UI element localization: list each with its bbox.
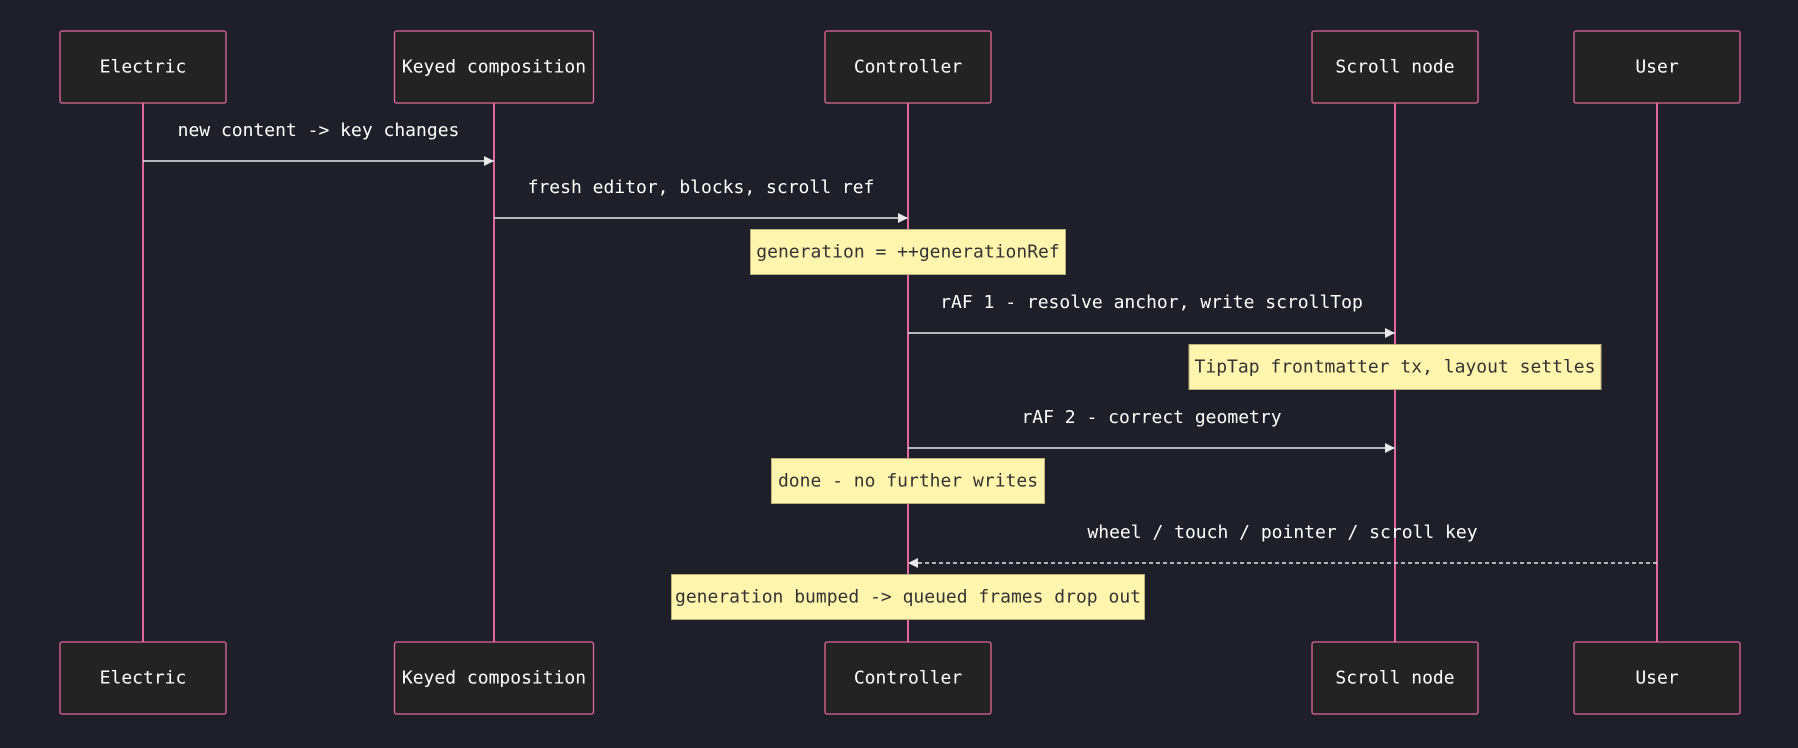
lifelines xyxy=(142,103,1658,642)
events: new content -> key changes fresh editor, … xyxy=(143,120,1657,620)
message-arrow: rAF 1 - resolve anchor, write scrollTop xyxy=(908,292,1395,338)
note-label: done - no further writes xyxy=(778,471,1038,492)
message-arrow: wheel / touch / pointer / scroll key xyxy=(908,522,1657,568)
note-box xyxy=(771,458,1045,504)
note-label: generation = ++generationRef xyxy=(756,242,1059,263)
actor-box xyxy=(1311,30,1479,104)
actor-label: Electric xyxy=(100,668,187,689)
actor-label: Controller xyxy=(854,57,963,78)
message-label: rAF 2 - correct geometry xyxy=(1021,407,1281,428)
note-label: TipTap frontmatter tx, layout settles xyxy=(1195,357,1596,378)
actor-box xyxy=(824,30,992,104)
message-label: rAF 1 - resolve anchor, write scrollTop xyxy=(940,292,1363,313)
actor-label: Electric xyxy=(100,57,187,78)
message-arrow: new content -> key changes xyxy=(143,120,494,166)
note: generation bumped -> queued frames drop … xyxy=(671,574,1145,620)
actor-controller-top: Controller xyxy=(824,30,992,104)
note-label: generation bumped -> queued frames drop … xyxy=(675,587,1141,608)
actor-user-bottom: User xyxy=(1573,641,1741,715)
note: done - no further writes xyxy=(771,458,1045,504)
actor-box xyxy=(59,641,227,715)
message-label: wheel / touch / pointer / scroll key xyxy=(1087,522,1477,543)
actor-label: Scroll node xyxy=(1335,668,1454,689)
actor-label: Scroll node xyxy=(1335,57,1454,78)
actor-box xyxy=(824,641,992,715)
actor-box xyxy=(1573,641,1741,715)
message-label: new content -> key changes xyxy=(178,120,460,141)
actor-scroll-top: Scroll node xyxy=(1311,30,1479,104)
actor-user-top: User xyxy=(1573,30,1741,104)
actor-label: Keyed composition xyxy=(402,668,586,689)
note-box xyxy=(750,229,1066,275)
actor-label: User xyxy=(1635,57,1679,78)
note-box xyxy=(671,574,1145,620)
message-arrow: rAF 2 - correct geometry xyxy=(908,407,1395,453)
actor-electric-bottom: Electric xyxy=(59,641,227,715)
actor-scroll-bottom: Scroll node xyxy=(1311,641,1479,715)
message-label: fresh editor, blocks, scroll ref xyxy=(528,177,875,198)
actor-box xyxy=(393,641,595,715)
actor-box xyxy=(1573,30,1741,104)
actor-label: Controller xyxy=(854,668,963,689)
actor-box xyxy=(1311,641,1479,715)
message-arrow: fresh editor, blocks, scroll ref xyxy=(494,177,908,223)
note: generation = ++generationRef xyxy=(750,229,1066,275)
actor-box xyxy=(59,30,227,104)
note: TipTap frontmatter tx, layout settles xyxy=(1188,344,1602,390)
actor-label: User xyxy=(1635,668,1679,689)
actor-label: Keyed composition xyxy=(402,57,586,78)
actor-keyed-top: Keyed composition xyxy=(393,30,595,104)
actor-box xyxy=(393,30,595,104)
actor-electric-top: Electric xyxy=(59,30,227,104)
actor-keyed-bottom: Keyed composition xyxy=(393,641,595,715)
actor-controller-bottom: Controller xyxy=(824,641,992,715)
note-box xyxy=(1188,344,1602,390)
